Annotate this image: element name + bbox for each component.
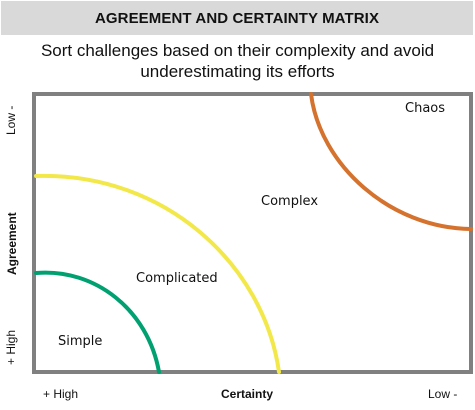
chaos-curve [309,92,473,231]
y-axis-title: Agreement [5,212,19,275]
page-subtitle: Sort challenges based on their complexit… [0,40,475,82]
matrix-frame [32,92,473,374]
region-label-complicated: Complicated [136,271,218,286]
subtitle-line-1: Sort challenges based on their complexit… [40,41,435,60]
region-label-chaos: Chaos [405,101,445,116]
page-title: AGREEMENT AND CERTAINTY MATRIX [1,1,473,35]
y-axis-top-label: Low - [4,106,18,135]
x-axis-left-label: + High [43,387,78,401]
complicated-curve [34,173,281,374]
y-axis-bottom-label: + High [4,330,18,365]
subtitle-line-2: underestimating its efforts [140,62,335,81]
simple-curve [34,270,161,374]
region-label-complex: Complex [261,194,318,209]
x-axis-right-label: Low - [428,387,457,401]
region-label-simple: Simple [58,334,102,349]
x-axis-title: Certainty [221,387,273,401]
